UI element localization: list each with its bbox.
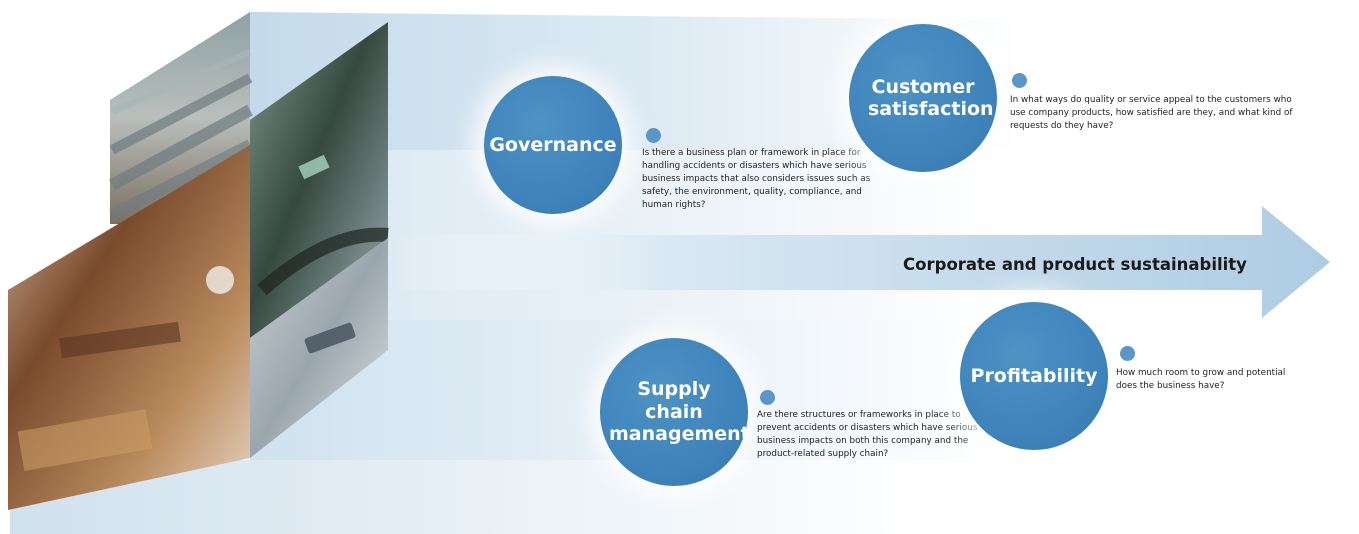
governance-circle: Governance <box>484 76 622 214</box>
kitchen-photo <box>8 145 250 510</box>
profitability-circle: Profitability <box>960 302 1108 450</box>
governance-title: Governance <box>489 133 617 156</box>
customer-satisfaction-title: Customer satisfaction <box>868 75 994 120</box>
arrow-label: Corporate and product sustainability <box>903 255 1247 274</box>
sustainability-arrow <box>390 206 1330 318</box>
profitability-question: How much room to grow and potential does… <box>1116 368 1286 391</box>
supply-chain-dot <box>760 390 775 405</box>
customer-satisfaction-circle: Customer satisfaction <box>849 24 997 172</box>
supply-chain-question: Are there structures or frameworks in pl… <box>757 410 978 459</box>
supply-chain-title: Supply chain management <box>609 378 750 446</box>
governance-dot <box>646 128 661 143</box>
top-band <box>250 12 1020 150</box>
supply-chain-circle: Supply chain management <box>600 338 750 486</box>
customer-satisfaction-question: In what ways do quality or service appea… <box>1010 95 1293 131</box>
profitability-dot <box>1120 346 1135 361</box>
customer-satisfaction-dot <box>1012 73 1027 88</box>
hand-photo <box>250 238 388 458</box>
profitability-title: Profitability <box>970 364 1098 387</box>
car-photo <box>250 22 389 338</box>
governance-question: Is there a business plan or framework in… <box>642 148 871 210</box>
